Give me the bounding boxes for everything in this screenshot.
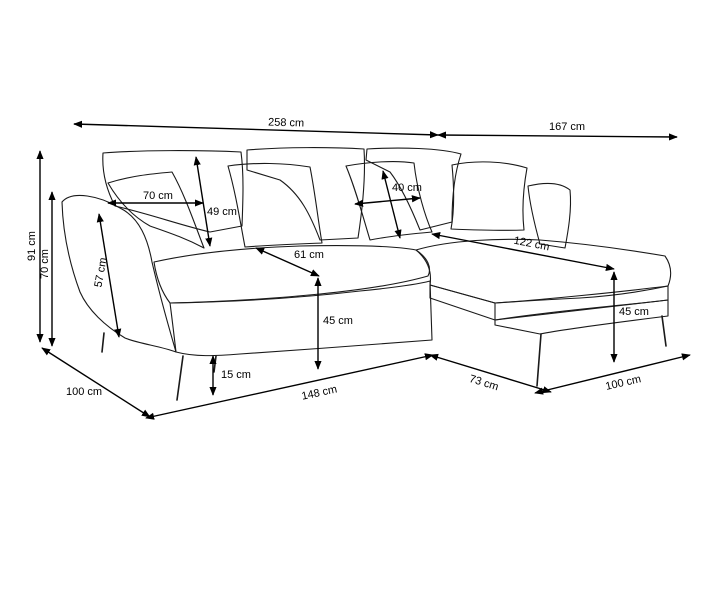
dim-line-61: [255, 247, 320, 277]
leg-front-left: [176, 355, 184, 401]
dim-line-100-depth: [41, 347, 151, 418]
label-45-chaise: 45 cm: [619, 306, 649, 318]
pillow-left-back: [107, 171, 205, 249]
dimension-lines: [36, 120, 691, 420]
leg-front-middle: [213, 355, 217, 373]
label-148: 148 cm: [300, 383, 338, 402]
main-seat-cushion: [153, 245, 431, 304]
leg-chaise-right: [661, 315, 667, 347]
dim-line-57: [96, 213, 122, 338]
label-258: 258 cm: [268, 116, 304, 129]
dim-line-258: [73, 120, 439, 139]
left-armrest: [61, 195, 177, 353]
dim-line-40-height: [381, 170, 402, 239]
pillow-far-right: [450, 161, 528, 231]
pillow-center: [227, 162, 323, 248]
label-61: 61 cm: [294, 249, 324, 261]
dim-line-122: [431, 231, 615, 272]
back-cushion-middle: [246, 147, 366, 241]
dim-line-100-chaise: [534, 353, 691, 395]
label-100-depth: 100 cm: [66, 386, 102, 398]
label-15: 15 cm: [221, 369, 251, 381]
leg-chaise-front: [536, 333, 542, 387]
label-57: 57 cm: [93, 257, 110, 289]
pillow-right-small: [345, 161, 433, 241]
label-40: 40 cm: [392, 182, 422, 194]
leg-back-left: [101, 332, 105, 353]
label-91: 91 cm: [26, 231, 38, 261]
dim-line-40-width: [354, 195, 421, 207]
label-167: 167 cm: [549, 121, 585, 133]
dimension-labels: 258 cm 167 cm 91 cm 70 cm 100 cm 148 cm …: [26, 116, 649, 402]
main-base: [169, 280, 433, 357]
sofa-outline: [61, 147, 672, 401]
back-cushion-left: [102, 150, 244, 233]
label-70-width: 70 cm: [143, 190, 173, 202]
chaise-base-front: [494, 299, 669, 335]
dim-line-73: [429, 353, 552, 394]
label-49: 49 cm: [207, 206, 237, 218]
label-70-height: 70 cm: [39, 249, 51, 279]
label-73: 73 cm: [468, 373, 500, 393]
dim-line-49: [193, 156, 213, 247]
dim-line-148: [145, 353, 434, 420]
label-45-seat: 45 cm: [323, 315, 353, 327]
chaise-backrest: [527, 182, 572, 249]
label-100-chaise: 100 cm: [604, 373, 642, 393]
dim-line-167: [437, 131, 678, 141]
